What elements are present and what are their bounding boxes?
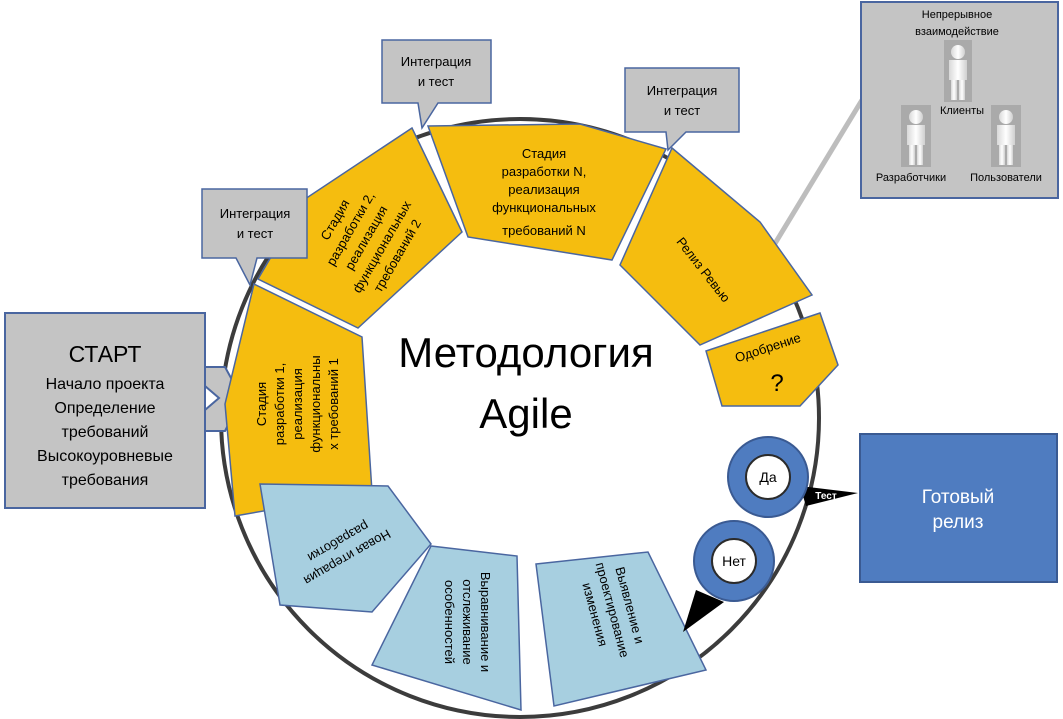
start-box: СТАРТ Начало проекта Определение требова…	[4, 312, 244, 509]
stage-2-segment: Стадия разработки 2, реализация функцион…	[256, 126, 463, 329]
release-review-segment: Релиз Ревью	[619, 146, 814, 346]
test-arrow	[800, 486, 858, 506]
integration-callout-2: Интеграция и тест	[381, 39, 492, 131]
user-person-icon	[991, 105, 1021, 167]
ready-release-box: Готовый релиз	[859, 433, 1058, 583]
start-line: требования	[62, 472, 149, 489]
start-heading: СТАРТ	[69, 341, 142, 367]
integration-callout-3: Интеграция и тест	[624, 67, 740, 152]
title-line-2: Agile	[479, 390, 572, 437]
stage-n-line: Стадия	[522, 146, 566, 161]
alignment-line: Выравнивание и	[478, 572, 493, 672]
integration-callout-1: Интеграция и тест	[201, 188, 308, 288]
approval-question-mark: ?	[770, 370, 783, 397]
alignment-line: отслеживание	[460, 579, 475, 665]
stage-1-line: реализация	[290, 368, 305, 439]
integration-label-line: и тест	[418, 74, 454, 89]
no-arrow	[683, 590, 724, 632]
start-line: Начало проекта	[46, 376, 165, 393]
stage-n-line: функциональных	[492, 200, 596, 215]
integration-label-line: Интеграция	[220, 206, 291, 221]
no-decision: Нет	[683, 520, 775, 632]
no-label: Нет	[722, 553, 746, 569]
client-person-icon	[944, 40, 972, 102]
interaction-connector	[765, 98, 865, 257]
clients-label: Клиенты	[940, 105, 984, 117]
stage-1-line: функциональны	[308, 355, 323, 452]
title-line-1: Методология	[398, 329, 653, 376]
start-line: требований	[62, 424, 149, 441]
ready-release-line: релиз	[933, 512, 984, 533]
interaction-title-line: Непрерывное	[922, 9, 992, 21]
integration-label-line: и тест	[237, 226, 273, 241]
new-iteration-segment: Новая итерация разработки	[259, 483, 432, 613]
users-label: Пользователи	[970, 172, 1042, 184]
stage-1-line: Стадия	[254, 382, 269, 426]
developer-person-icon	[901, 105, 931, 167]
stage-n-line: реализация	[508, 182, 579, 197]
stage-1-line: разработки 1,	[272, 363, 287, 445]
stage-n-line: требований N	[502, 223, 586, 238]
integration-label-line: Интеграция	[401, 54, 472, 69]
start-line: Высокоуровневые	[37, 448, 173, 465]
stage-1-line: х требований 1	[326, 358, 341, 450]
alignment-line: особенностей	[442, 580, 457, 664]
interaction-box: Непрерывное взаимодействие Клиенты Разра…	[860, 1, 1059, 199]
stage-n-line: разработки N,	[502, 164, 587, 179]
interaction-title-line: взаимодействие	[915, 26, 999, 38]
change-segment: Выявление и проектирование изменения	[535, 551, 708, 707]
developers-label: Разработчики	[876, 172, 946, 184]
start-line: Определение	[54, 400, 155, 417]
integration-label-line: и тест	[664, 103, 700, 118]
stage-n-segment: Стадия разработки N, реализация функцион…	[426, 123, 668, 261]
integration-label-line: Интеграция	[647, 83, 718, 98]
alignment-segment: Выравнивание и отслеживание особенностей	[370, 545, 522, 712]
ready-release-line: Готовый	[922, 487, 995, 508]
test-label: Тест	[815, 491, 837, 502]
stage-1-segment: Стадия разработки 1, реализация функцион…	[224, 282, 373, 517]
yes-label: Да	[759, 469, 776, 485]
yes-decision: Да Тест	[727, 436, 858, 518]
